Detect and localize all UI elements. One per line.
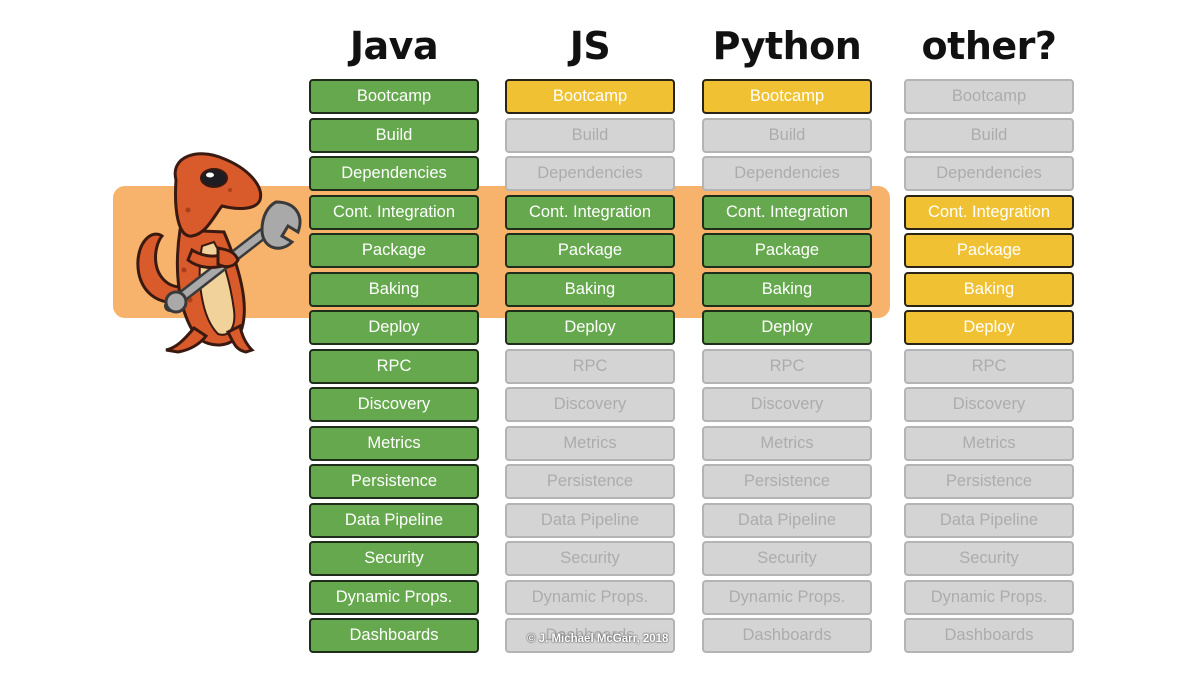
capability-cell: Baking bbox=[505, 272, 675, 307]
capability-cell: Bootcamp bbox=[904, 79, 1074, 114]
capability-cell: RPC bbox=[702, 349, 872, 384]
column-title: JS bbox=[569, 24, 611, 68]
capability-cell: Dynamic Props. bbox=[505, 580, 675, 615]
capability-cell: Persistence bbox=[309, 464, 479, 499]
capability-cell: Dashboards bbox=[904, 618, 1074, 653]
capability-cell: Metrics bbox=[904, 426, 1074, 461]
capability-cell: Deploy bbox=[309, 310, 479, 345]
capability-cell: Build bbox=[904, 118, 1074, 153]
column-title: Java bbox=[349, 24, 439, 68]
capability-cell: Dynamic Props. bbox=[702, 580, 872, 615]
capability-cell: RPC bbox=[505, 349, 675, 384]
capability-cell: Security bbox=[505, 541, 675, 576]
capability-cell: Dashboards bbox=[702, 618, 872, 653]
salamander-with-wrench-icon bbox=[136, 152, 302, 354]
capability-cell: Deploy bbox=[505, 310, 675, 345]
capability-cell: Baking bbox=[904, 272, 1074, 307]
capability-cell: Bootcamp bbox=[505, 79, 675, 114]
capability-cell: Deploy bbox=[904, 310, 1074, 345]
capability-cell: Dashboards bbox=[505, 618, 675, 653]
capability-cell: Package bbox=[505, 233, 675, 268]
capability-cell: Data Pipeline bbox=[505, 503, 675, 538]
capability-cell: Persistence bbox=[505, 464, 675, 499]
capability-cell: Dependencies bbox=[702, 156, 872, 191]
capability-cell: Bootcamp bbox=[309, 79, 479, 114]
capability-cell: Data Pipeline bbox=[309, 503, 479, 538]
capability-cell: Deploy bbox=[702, 310, 872, 345]
capability-cell: Discovery bbox=[505, 387, 675, 422]
capability-cell: Security bbox=[309, 541, 479, 576]
capability-cell: Cont. Integration bbox=[309, 195, 479, 230]
column-title: other? bbox=[921, 24, 1057, 68]
capability-cell: Build bbox=[505, 118, 675, 153]
capability-cell: Dependencies bbox=[904, 156, 1074, 191]
capability-cell: Metrics bbox=[702, 426, 872, 461]
capability-cell: Baking bbox=[309, 272, 479, 307]
capability-cell: Package bbox=[904, 233, 1074, 268]
capability-cell: Security bbox=[702, 541, 872, 576]
capability-cell: Data Pipeline bbox=[904, 503, 1074, 538]
capability-cell: Bootcamp bbox=[702, 79, 872, 114]
capability-cell: Package bbox=[309, 233, 479, 268]
capability-cell: Persistence bbox=[702, 464, 872, 499]
copyright-notice: © J. Michael McGarr, 2018 bbox=[527, 633, 669, 645]
capability-cell: RPC bbox=[309, 349, 479, 384]
capability-cell: Dependencies bbox=[505, 156, 675, 191]
capability-cell: Build bbox=[309, 118, 479, 153]
capability-cell: Persistence bbox=[904, 464, 1074, 499]
capability-cell: RPC bbox=[904, 349, 1074, 384]
column-title: Python bbox=[712, 24, 862, 68]
capability-cell: Discovery bbox=[702, 387, 872, 422]
capability-cell: Dynamic Props. bbox=[309, 580, 479, 615]
capability-cell: Dashboards bbox=[309, 618, 479, 653]
capability-cell: Build bbox=[702, 118, 872, 153]
capability-cell: Cont. Integration bbox=[505, 195, 675, 230]
capability-cell: Discovery bbox=[904, 387, 1074, 422]
capability-cell: Data Pipeline bbox=[702, 503, 872, 538]
capability-cell: Metrics bbox=[309, 426, 479, 461]
capability-cell: Package bbox=[702, 233, 872, 268]
capability-cell: Baking bbox=[702, 272, 872, 307]
capability-cell: Cont. Integration bbox=[702, 195, 872, 230]
capability-cell: Discovery bbox=[309, 387, 479, 422]
capability-cell: Dynamic Props. bbox=[904, 580, 1074, 615]
capability-cell: Dependencies bbox=[309, 156, 479, 191]
capability-cell: Security bbox=[904, 541, 1074, 576]
capability-cell: Metrics bbox=[505, 426, 675, 461]
capability-cell: Cont. Integration bbox=[904, 195, 1074, 230]
